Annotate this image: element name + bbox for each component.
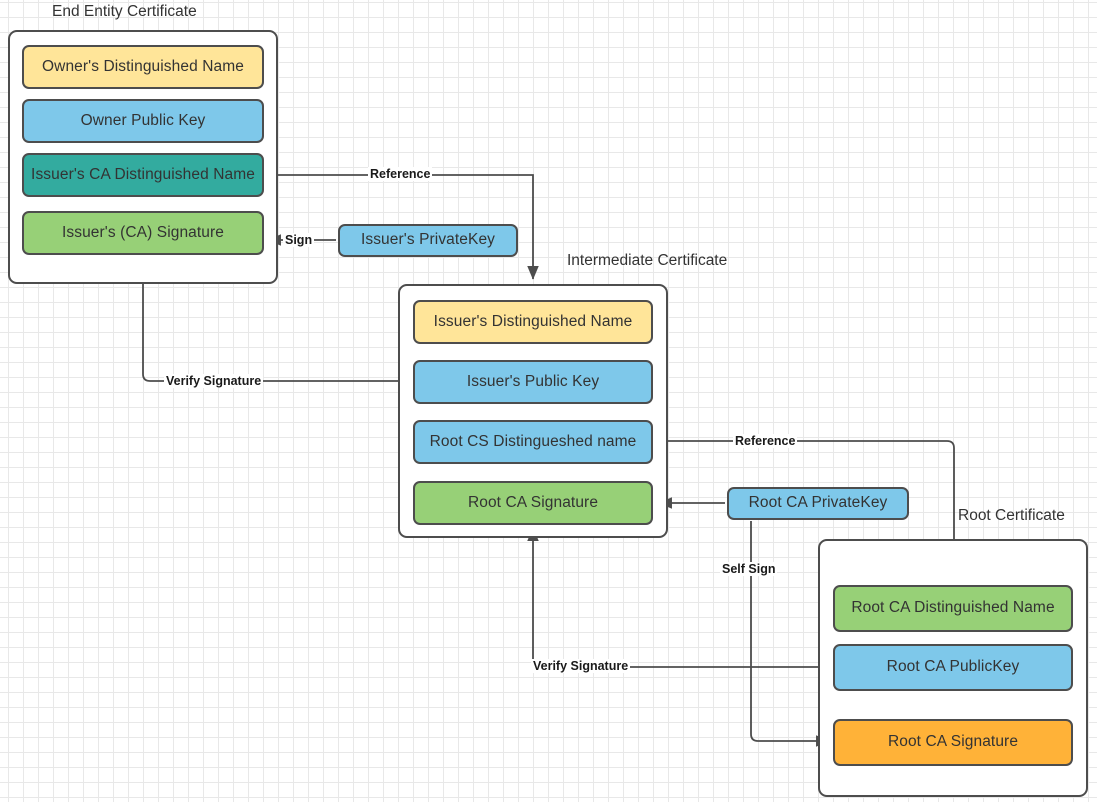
edge-intermediate-verify	[527, 527, 831, 668]
edge-label-intermediate-verify: Verify Signature	[531, 659, 631, 673]
end-entity-certificate-title: End Entity Certificate	[52, 3, 197, 20]
root-ca-private-key-node[interactable]: Root CA PrivateKey	[727, 487, 909, 520]
root-certificate-title: Root Certificate	[958, 507, 1065, 524]
intermediate-field-root-cs-distinguished-name[interactable]: Root CS Distingueshed name	[413, 420, 653, 464]
end-entity-field-issuer-ca-distinguished-name[interactable]: Issuer's CA Distinguished Name	[22, 153, 264, 197]
intermediate-field-root-ca-signature[interactable]: Root CA Signature	[413, 481, 653, 525]
root-field-root-ca-signature[interactable]: Root CA Signature	[833, 719, 1073, 766]
intermediate-field-issuer-distinguished-name[interactable]: Issuer's Distinguished Name	[413, 300, 653, 344]
intermediate-field-issuer-public-key[interactable]: Issuer's Public Key	[413, 360, 653, 404]
root-field-root-ca-public-key[interactable]: Root CA PublicKey	[833, 644, 1073, 691]
intermediate-certificate-title: Intermediate Certificate	[567, 252, 728, 269]
root-field-root-ca-distinguished-name[interactable]: Root CA Distinguished Name	[833, 585, 1073, 632]
end-entity-field-owner-public-key[interactable]: Owner Public Key	[22, 99, 264, 143]
issuer-private-key-node[interactable]: Issuer's PrivateKey	[338, 224, 518, 257]
edge-label-end-entity-sign: Sign	[283, 233, 315, 247]
end-entity-field-issuer-ca-signature[interactable]: Issuer's (CA) Signature	[22, 211, 264, 255]
edge-label-end-entity-reference: Reference	[368, 167, 433, 181]
edge-label-intermediate-reference: Reference	[733, 434, 798, 448]
end-entity-field-owner-distinguished-name[interactable]: Owner's Distinguished Name	[22, 45, 264, 89]
edge-label-end-entity-verify: Verify Signature	[164, 374, 264, 388]
edge-label-root-self-sign: Self Sign	[720, 562, 778, 576]
